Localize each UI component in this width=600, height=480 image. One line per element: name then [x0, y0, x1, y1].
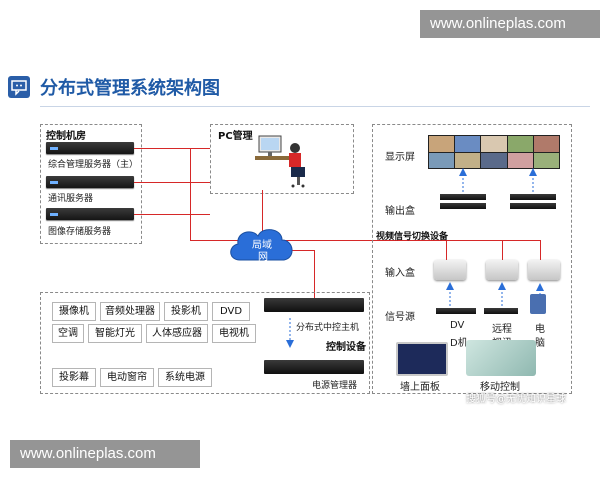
av-panel [372, 124, 572, 394]
lan-label-2: 网 [258, 252, 268, 263]
device-chip-sensor: 人体感应器 [146, 324, 208, 343]
source-dv-label-2: D机 [450, 338, 468, 349]
device-chip-power: 系统电源 [158, 368, 212, 387]
output-box-1 [440, 194, 486, 200]
link-switch-h [446, 240, 541, 241]
arrow-up-icon-1 [459, 168, 467, 192]
pc-workstation-icon [255, 134, 315, 188]
page-title: 分布式管理系统架构图 [40, 78, 220, 99]
mobile-control-device [466, 340, 536, 376]
pc-label: PC管理 [218, 131, 253, 142]
power-manager-label: 电源管理器 [312, 381, 358, 391]
remote-device [484, 308, 518, 314]
switch-label: 视频信号切换设备 [376, 232, 449, 242]
input-box-1 [434, 260, 466, 280]
output-box-2 [440, 203, 486, 209]
arrow-up-icon-2 [529, 168, 537, 192]
sohu-watermark: 搜狐号@无忧知识星球 [466, 394, 566, 405]
mobile-control-label: 移动控制 [480, 382, 520, 393]
dvd-device [436, 308, 476, 314]
device-chip-projector: 投影机 [164, 302, 208, 321]
link-switch-2 [502, 240, 503, 260]
link-pc [262, 190, 263, 232]
control-room-panel [40, 124, 142, 244]
watermark-bottom: www.onlineplas.com [10, 440, 200, 468]
presentation-icon [8, 76, 30, 98]
title-divider [40, 106, 590, 107]
server-comm [46, 176, 134, 188]
device-chip-camera: 摄像机 [52, 302, 96, 321]
pc-source-icon [530, 294, 546, 314]
watermark-top: www.onlineplas.com [420, 10, 600, 38]
source-dv-label: DV [450, 320, 465, 331]
input-box-3 [528, 260, 560, 280]
link-server-comm [134, 182, 210, 183]
device-chip-lighting: 智能灯光 [88, 324, 142, 343]
output-label: 输出盒 [385, 206, 415, 217]
server-main [46, 142, 134, 154]
link-server-storage [134, 214, 210, 215]
arrow-down-icon [286, 318, 294, 348]
link-bus-vertical [190, 148, 191, 240]
control-room-label: 控制机房 [46, 131, 86, 142]
central-controller-label: 分布式中控主机 [296, 323, 360, 333]
wall-panel-device [396, 342, 448, 376]
link-main-bus [190, 240, 446, 241]
link-controller [314, 250, 315, 298]
link-switch-3 [540, 240, 541, 260]
input-box-2 [486, 260, 518, 280]
device-chip-audio: 音频处理器 [100, 302, 160, 321]
arrow-up-icon-4 [498, 282, 506, 306]
lan-cloud-icon [226, 224, 298, 270]
power-manager-device [264, 360, 364, 374]
server-main-label: 综合管理服务器（主） [48, 160, 139, 170]
central-controller-device [264, 298, 364, 312]
link-server-main [134, 148, 210, 149]
input-label: 输入盒 [385, 268, 415, 279]
server-storage [46, 208, 134, 220]
output-box-4 [510, 203, 556, 209]
source-label: 信号源 [385, 312, 415, 323]
video-wall [428, 135, 560, 169]
wall-panel-label: 墙上面板 [400, 382, 440, 393]
device-chip-curtain: 电动窗帘 [100, 368, 154, 387]
arrow-up-icon-3 [446, 282, 454, 306]
device-chip-screen: 投影幕 [52, 368, 96, 387]
link-switch-1 [446, 240, 447, 260]
server-comm-label: 通讯服务器 [48, 194, 94, 204]
device-chip-ac: 空调 [52, 324, 84, 343]
output-box-3 [510, 194, 556, 200]
pc-panel [210, 124, 354, 194]
server-storage-label: 图像存储服务器 [48, 227, 112, 237]
display-label: 显示屏 [385, 152, 415, 163]
lan-label-1: 局域 [252, 240, 272, 251]
devices-panel [40, 292, 370, 394]
device-chip-tv: 电视机 [212, 324, 256, 343]
control-devices-label: 控制设备 [326, 342, 366, 353]
source-pc-label: 电 [535, 324, 545, 335]
source-pc-label-2: 脑 [535, 338, 545, 349]
device-chip-dvd: DVD [212, 302, 250, 321]
arrow-up-icon-5 [536, 282, 544, 297]
source-remote-label: 远程 [492, 324, 512, 335]
